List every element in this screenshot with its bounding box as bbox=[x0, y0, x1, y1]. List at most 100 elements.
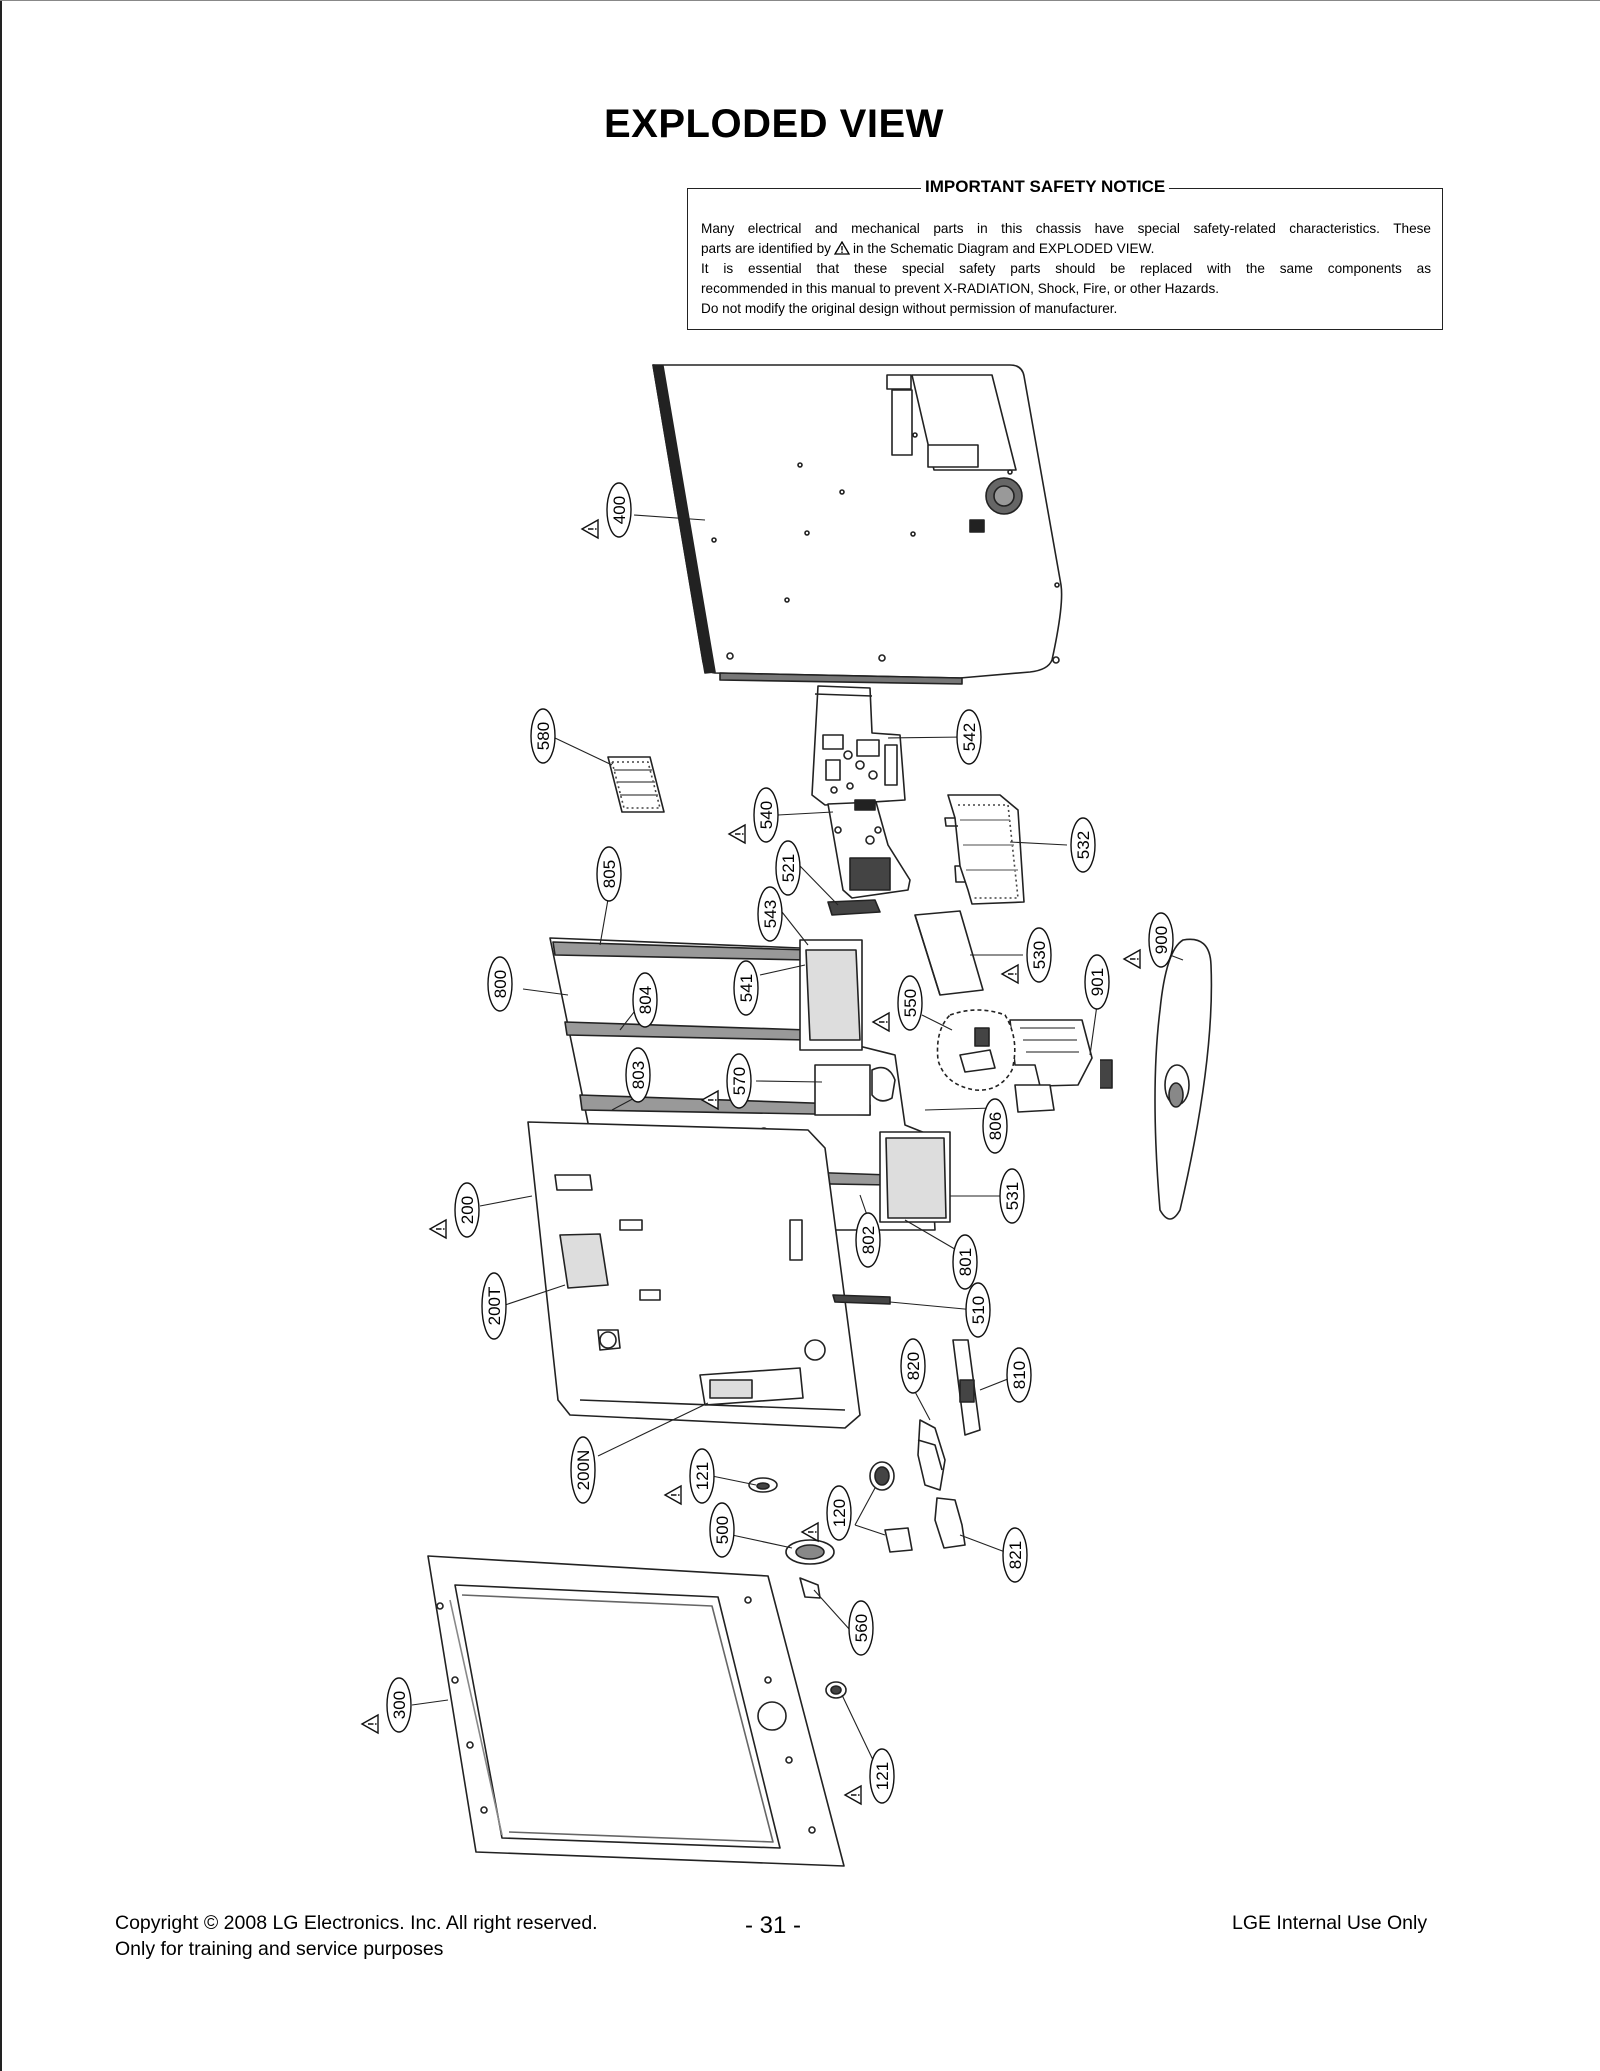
front-bezel-part bbox=[427, 1555, 845, 1867]
callout-label: 820 bbox=[904, 1352, 923, 1380]
safety-notice-line: Do not modify the original design withou… bbox=[701, 301, 1118, 316]
part-callout: 531 bbox=[999, 1168, 1025, 1224]
part-callout: 300 bbox=[386, 1677, 412, 1733]
part-callout: 200 bbox=[454, 1182, 480, 1238]
callout-bubble bbox=[1084, 954, 1110, 1010]
part-callout: 804 bbox=[632, 972, 658, 1028]
callout-label: 510 bbox=[969, 1296, 988, 1324]
callout-bubble bbox=[726, 1053, 752, 1109]
part-callout: 805 bbox=[596, 846, 622, 902]
page-title: EXPLODED VIEW bbox=[604, 102, 944, 146]
part-callout: 900 bbox=[1148, 912, 1174, 968]
callout-bubble bbox=[848, 1600, 874, 1656]
part-callout: 200N bbox=[570, 1436, 596, 1504]
warning-triangle-icon bbox=[727, 823, 746, 845]
callout-label: 800 bbox=[491, 970, 510, 998]
callout-bubble bbox=[454, 1182, 480, 1238]
part-callout: 560 bbox=[848, 1600, 874, 1656]
callout-label: 550 bbox=[901, 989, 920, 1017]
bracket-part bbox=[827, 899, 881, 916]
callout-bubble bbox=[709, 1502, 735, 1558]
callout-bubble bbox=[775, 840, 801, 896]
callout-label: 541 bbox=[737, 974, 756, 1002]
lcd-module-part bbox=[527, 1121, 861, 1429]
safety-notice-text: parts are identified by bbox=[701, 241, 831, 256]
power-box-part bbox=[914, 910, 984, 996]
small-shield-part bbox=[607, 756, 665, 813]
callout-label: 543 bbox=[761, 900, 780, 928]
callout-bubble bbox=[757, 886, 783, 942]
callout-label: 400 bbox=[610, 496, 629, 524]
page-number: - 31 - bbox=[745, 1912, 802, 1939]
warning-triangle-icon bbox=[663, 1484, 682, 1506]
callout-label: 540 bbox=[757, 801, 776, 829]
part-callout: 120 bbox=[826, 1485, 852, 1541]
stand-base-part bbox=[1154, 938, 1213, 1220]
callout-label: 804 bbox=[636, 986, 655, 1014]
callout-label: 805 bbox=[600, 860, 619, 888]
callout-bubble bbox=[956, 709, 982, 765]
callout-bubble bbox=[386, 1677, 412, 1733]
callout-label: 821 bbox=[1006, 1541, 1025, 1569]
callout-bubble bbox=[826, 1485, 852, 1541]
safety-notice-line: It is essential that these special safet… bbox=[701, 261, 1431, 276]
callout-bubble bbox=[753, 787, 779, 843]
power-board-part bbox=[827, 799, 911, 899]
callout-label: 560 bbox=[852, 1614, 871, 1642]
callout-label: 806 bbox=[986, 1112, 1005, 1140]
callout-label: 801 bbox=[956, 1248, 975, 1276]
warning-triangle-icon bbox=[1122, 948, 1141, 970]
part-callout: 400 bbox=[606, 482, 632, 538]
callout-label: 900 bbox=[1152, 926, 1171, 954]
part-callout: 200T bbox=[481, 1272, 507, 1340]
part-callout: 810 bbox=[1006, 1347, 1032, 1403]
safety-notice-line: parts are identified by in the Schematic … bbox=[701, 239, 1431, 259]
safety-notice-text: in the Schematic Diagram and EXPLODED VI… bbox=[852, 241, 1155, 256]
callout-bubble bbox=[869, 1748, 895, 1804]
warning-triangle-icon bbox=[428, 1218, 447, 1240]
callout-label: 580 bbox=[534, 722, 553, 750]
part-callout: 800 bbox=[487, 956, 513, 1012]
part-callout: 500 bbox=[709, 1502, 735, 1558]
callout-label: 530 bbox=[1030, 941, 1049, 969]
callout-bubble bbox=[1002, 1527, 1028, 1583]
warning-triangle-icon bbox=[1000, 963, 1019, 985]
callout-label: 521 bbox=[779, 854, 798, 882]
side-parts bbox=[832, 1294, 981, 1491]
callout-bubble bbox=[982, 1098, 1008, 1154]
warning-triangle-icon bbox=[800, 1521, 819, 1543]
callout-label: 570 bbox=[730, 1067, 749, 1095]
part-callout: 901 bbox=[1084, 954, 1110, 1010]
footer-copyright: Copyright © 2008 LG Electronics. Inc. Al… bbox=[115, 1912, 598, 1934]
shield-cover-part bbox=[944, 794, 1025, 905]
safety-notice-line: Many electrical and mechanical parts in … bbox=[701, 221, 1431, 236]
stand-neck-part bbox=[1009, 1019, 1113, 1113]
warning-triangle-icon bbox=[833, 241, 850, 255]
callout-bubble bbox=[965, 1282, 991, 1338]
safety-notice-body: Many electrical and mechanical parts in … bbox=[701, 219, 1431, 319]
part-callout: 541 bbox=[733, 960, 759, 1016]
part-callout: 821 bbox=[1002, 1527, 1028, 1583]
callout-label: 120 bbox=[830, 1499, 849, 1527]
safety-notice-box: IMPORTANT SAFETY NOTICE Many electrical … bbox=[687, 177, 1443, 330]
callout-bubble bbox=[1026, 927, 1052, 983]
callout-bubble bbox=[952, 1234, 978, 1290]
callout-bubble bbox=[487, 956, 513, 1012]
part-callout: 802 bbox=[855, 1212, 881, 1268]
speaker-parts bbox=[748, 1461, 966, 1699]
part-callout: 570 bbox=[726, 1053, 752, 1109]
page-border-top bbox=[0, 0, 1600, 1]
callout-bubble bbox=[1070, 817, 1096, 873]
main-board-part bbox=[811, 685, 906, 806]
callout-bubble bbox=[900, 1338, 926, 1394]
callout-bubble bbox=[606, 482, 632, 538]
warning-triangle-icon bbox=[360, 1713, 379, 1735]
callout-label: 121 bbox=[873, 1762, 892, 1790]
callout-label: 200T bbox=[485, 1287, 504, 1326]
part-callout: 803 bbox=[625, 1047, 651, 1103]
part-callout: 806 bbox=[982, 1098, 1008, 1154]
page-border-left bbox=[0, 0, 2, 2071]
part-callout: 121 bbox=[689, 1448, 715, 1504]
